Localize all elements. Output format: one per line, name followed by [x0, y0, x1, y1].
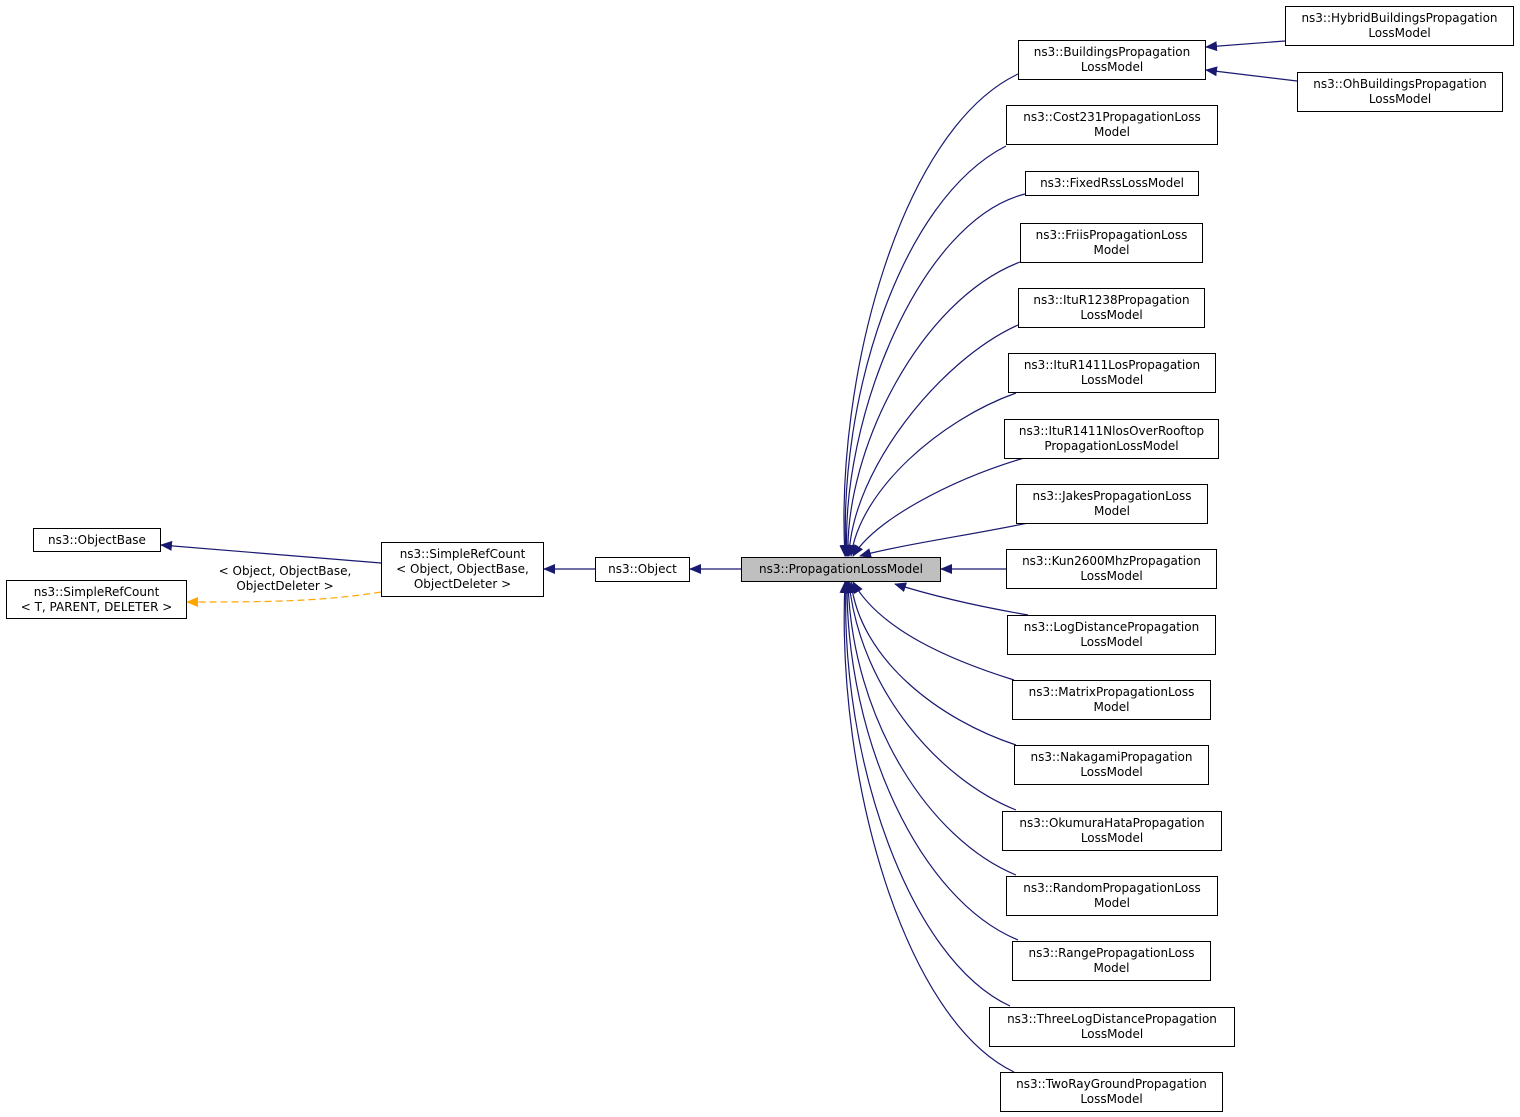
node-okumura-hata-propagation-loss-model[interactable]: ns3::OkumuraHataPropagation LossModel [1002, 811, 1222, 851]
node-itur1411-los-propagation-loss-model[interactable]: ns3::ItuR1411LosPropagation LossModel [1008, 353, 1216, 393]
node-hybrid-buildings-propagation-loss-model[interactable]: ns3::HybridBuildingsPropagation LossMode… [1285, 6, 1514, 46]
edge-random [843, 581, 1017, 876]
node-friis-propagation-loss-model[interactable]: ns3::FriisPropagationLoss Model [1020, 223, 1203, 263]
edge-itur1411nlos [852, 457, 1025, 557]
node-itur1411-nlos-over-rooftop-propagation-loss-model[interactable]: ns3::ItuR1411NlosOverRooftop Propagation… [1004, 419, 1219, 459]
node-propagation-loss-model: ns3::PropagationLossModel [741, 557, 941, 582]
node-three-log-distance-propagation-loss-model[interactable]: ns3::ThreeLogDistancePropagation LossMod… [989, 1007, 1235, 1047]
edge-threelog [840, 581, 1011, 1007]
edge-logdistance [894, 582, 1029, 616]
edge-oh-buildings [1205, 66, 1298, 82]
node-buildings-propagation-loss-model[interactable]: ns3::BuildingsPropagation LossModel [1018, 40, 1206, 80]
node-itur1238-propagation-loss-model[interactable]: ns3::ItuR1238Propagation LossModel [1018, 288, 1205, 328]
edge-buildings [839, 73, 1019, 557]
node-jakes-propagation-loss-model[interactable]: ns3::JakesPropagationLoss Model [1016, 484, 1208, 524]
node-random-propagation-loss-model[interactable]: ns3::RandomPropagationLoss Model [1006, 876, 1218, 916]
edge-nakagami [847, 581, 1017, 746]
node-simple-ref-count[interactable]: ns3::SimpleRefCount < Object, ObjectBase… [381, 542, 544, 597]
node-nakagami-propagation-loss-model[interactable]: ns3::NakagamiPropagation LossModel [1014, 745, 1209, 785]
edge-range [841, 581, 1019, 941]
node-matrix-propagation-loss-model[interactable]: ns3::MatrixPropagationLoss Model [1012, 680, 1211, 720]
node-object-base[interactable]: ns3::ObjectBase [33, 528, 161, 552]
edge-itur1411los [847, 392, 1017, 557]
edge-objectbase-simplerefcount [160, 540, 382, 564]
edge-fixedrss [841, 193, 1026, 557]
edge-okumura [845, 581, 1017, 811]
edge-tworay [839, 581, 1015, 1073]
node-two-ray-ground-propagation-loss-model[interactable]: ns3::TwoRayGroundPropagation LossModel [1000, 1072, 1223, 1112]
node-object[interactable]: ns3::Object [595, 557, 690, 582]
node-range-propagation-loss-model[interactable]: ns3::RangePropagationLoss Model [1012, 941, 1211, 981]
node-simple-ref-count-template[interactable]: ns3::SimpleRefCount < T, PARENT, DELETER… [6, 580, 187, 619]
node-fixed-rss-loss-model[interactable]: ns3::FixedRssLossModel [1025, 171, 1199, 196]
edge-template-instance [186, 591, 382, 607]
node-log-distance-propagation-loss-model[interactable]: ns3::LogDistancePropagation LossModel [1007, 615, 1216, 655]
node-oh-buildings-propagation-loss-model[interactable]: ns3::OhBuildingsPropagation LossModel [1297, 72, 1503, 112]
node-kun2600mhz-propagation-loss-model[interactable]: ns3::Kun2600MhzPropagation LossModel [1006, 549, 1217, 589]
edge-cost231 [840, 145, 1007, 557]
node-cost231-propagation-loss-model[interactable]: ns3::Cost231PropagationLoss Model [1006, 105, 1218, 145]
edge-hybrid-buildings [1205, 40, 1286, 52]
template-args-label: < Object, ObjectBase, ObjectDeleter > [218, 564, 352, 593]
edge-itur1238 [844, 324, 1019, 557]
edge-jakes [859, 522, 1029, 558]
edge-matrix [852, 581, 1015, 681]
edge-friis [842, 261, 1021, 557]
